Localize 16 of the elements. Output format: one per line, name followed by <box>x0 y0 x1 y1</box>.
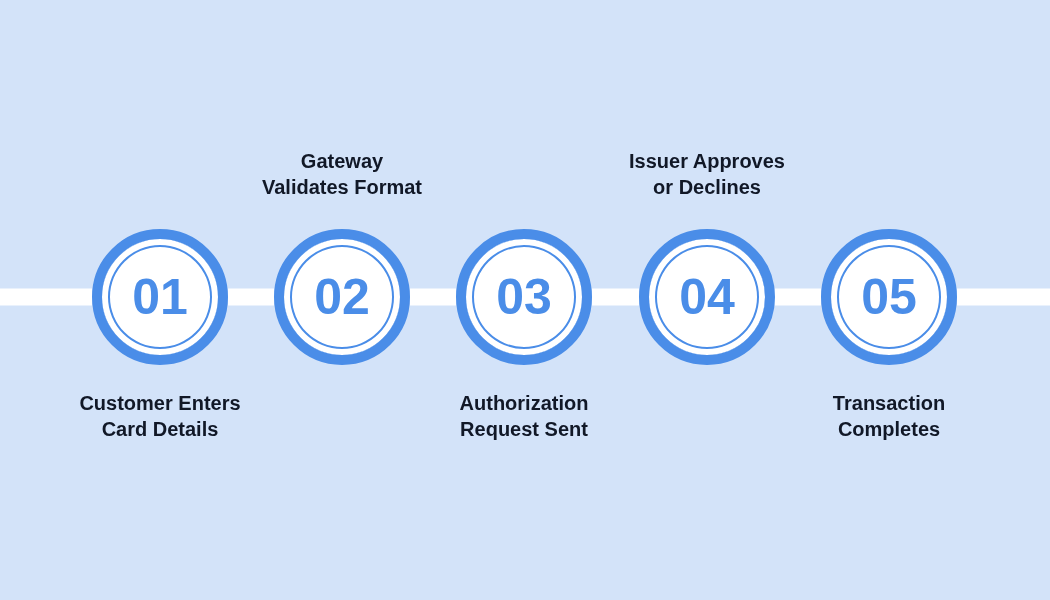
step-label: Gateway Validates Format <box>260 149 424 200</box>
step-number: 01 <box>132 272 188 322</box>
step-label: Issuer Approves or Declines <box>628 149 786 200</box>
step-number: 05 <box>861 272 917 322</box>
connector-line <box>592 288 639 306</box>
step-number: 03 <box>496 272 552 322</box>
step-label: Customer Enters Card Details <box>78 391 242 442</box>
connector-line <box>410 288 456 306</box>
connector-line <box>957 288 1050 306</box>
step-label: Transaction Completes <box>831 391 947 442</box>
step-label: Authorization Request Sent <box>458 391 590 442</box>
step-number: 02 <box>314 272 370 322</box>
step-number: 04 <box>679 272 735 322</box>
connector-line <box>775 288 821 306</box>
connector-line <box>0 288 92 306</box>
connector-line <box>228 288 274 306</box>
